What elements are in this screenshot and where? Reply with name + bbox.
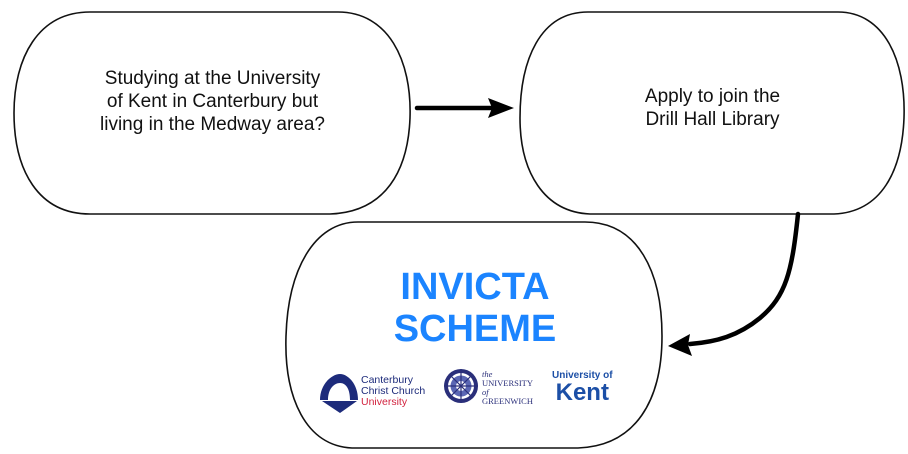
greenwich-logo-line: GREENWICH — [482, 396, 533, 406]
greenwich-logo-line: the — [482, 369, 493, 379]
kent-logo-wordmark: Kent — [555, 379, 609, 406]
step-node-text: Apply to join the Drill Hall Library — [540, 85, 885, 131]
greenwich-seal-icon — [444, 369, 478, 403]
step-node-shape — [519, 11, 905, 215]
greenwich-logo-line: UNIVERSITY — [482, 378, 533, 388]
step-node-line: Apply to join the — [644, 86, 781, 107]
start-node-line: Studying at the University — [104, 68, 321, 89]
canterbury-logo-text: Canterbury Christ Church University — [361, 375, 425, 408]
start-node-shape — [13, 11, 411, 215]
start-node-text: Studying at the University of Kent in Ca… — [40, 67, 385, 136]
arrow-step-to-result — [668, 211, 801, 356]
result-node-shape — [285, 221, 663, 449]
step-node-line: Drill Hall Library — [645, 109, 780, 130]
result-title-line: INVICTA — [400, 266, 550, 308]
greenwich-logo-line: of — [482, 387, 489, 397]
start-node-line: of Kent in Canterbury but — [106, 91, 319, 112]
canterbury-logo-line: University — [361, 396, 408, 408]
kent-logo-line: University of — [552, 370, 613, 381]
result-node-title: INVICTA SCHEME — [380, 266, 570, 350]
canterbury-logo-line: Canterbury — [361, 374, 413, 386]
canterbury-logo-line: Christ Church — [361, 385, 426, 397]
arrow-start-to-step — [414, 98, 514, 118]
canterbury-logo-icon — [320, 374, 358, 413]
result-title-line: SCHEME — [393, 308, 557, 350]
greenwich-logo-text: the UNIVERSITY of GREENWICH — [482, 370, 533, 406]
start-node-line: living in the Medway area? — [100, 114, 325, 135]
kent-logo-text: University of Kent — [552, 370, 613, 405]
